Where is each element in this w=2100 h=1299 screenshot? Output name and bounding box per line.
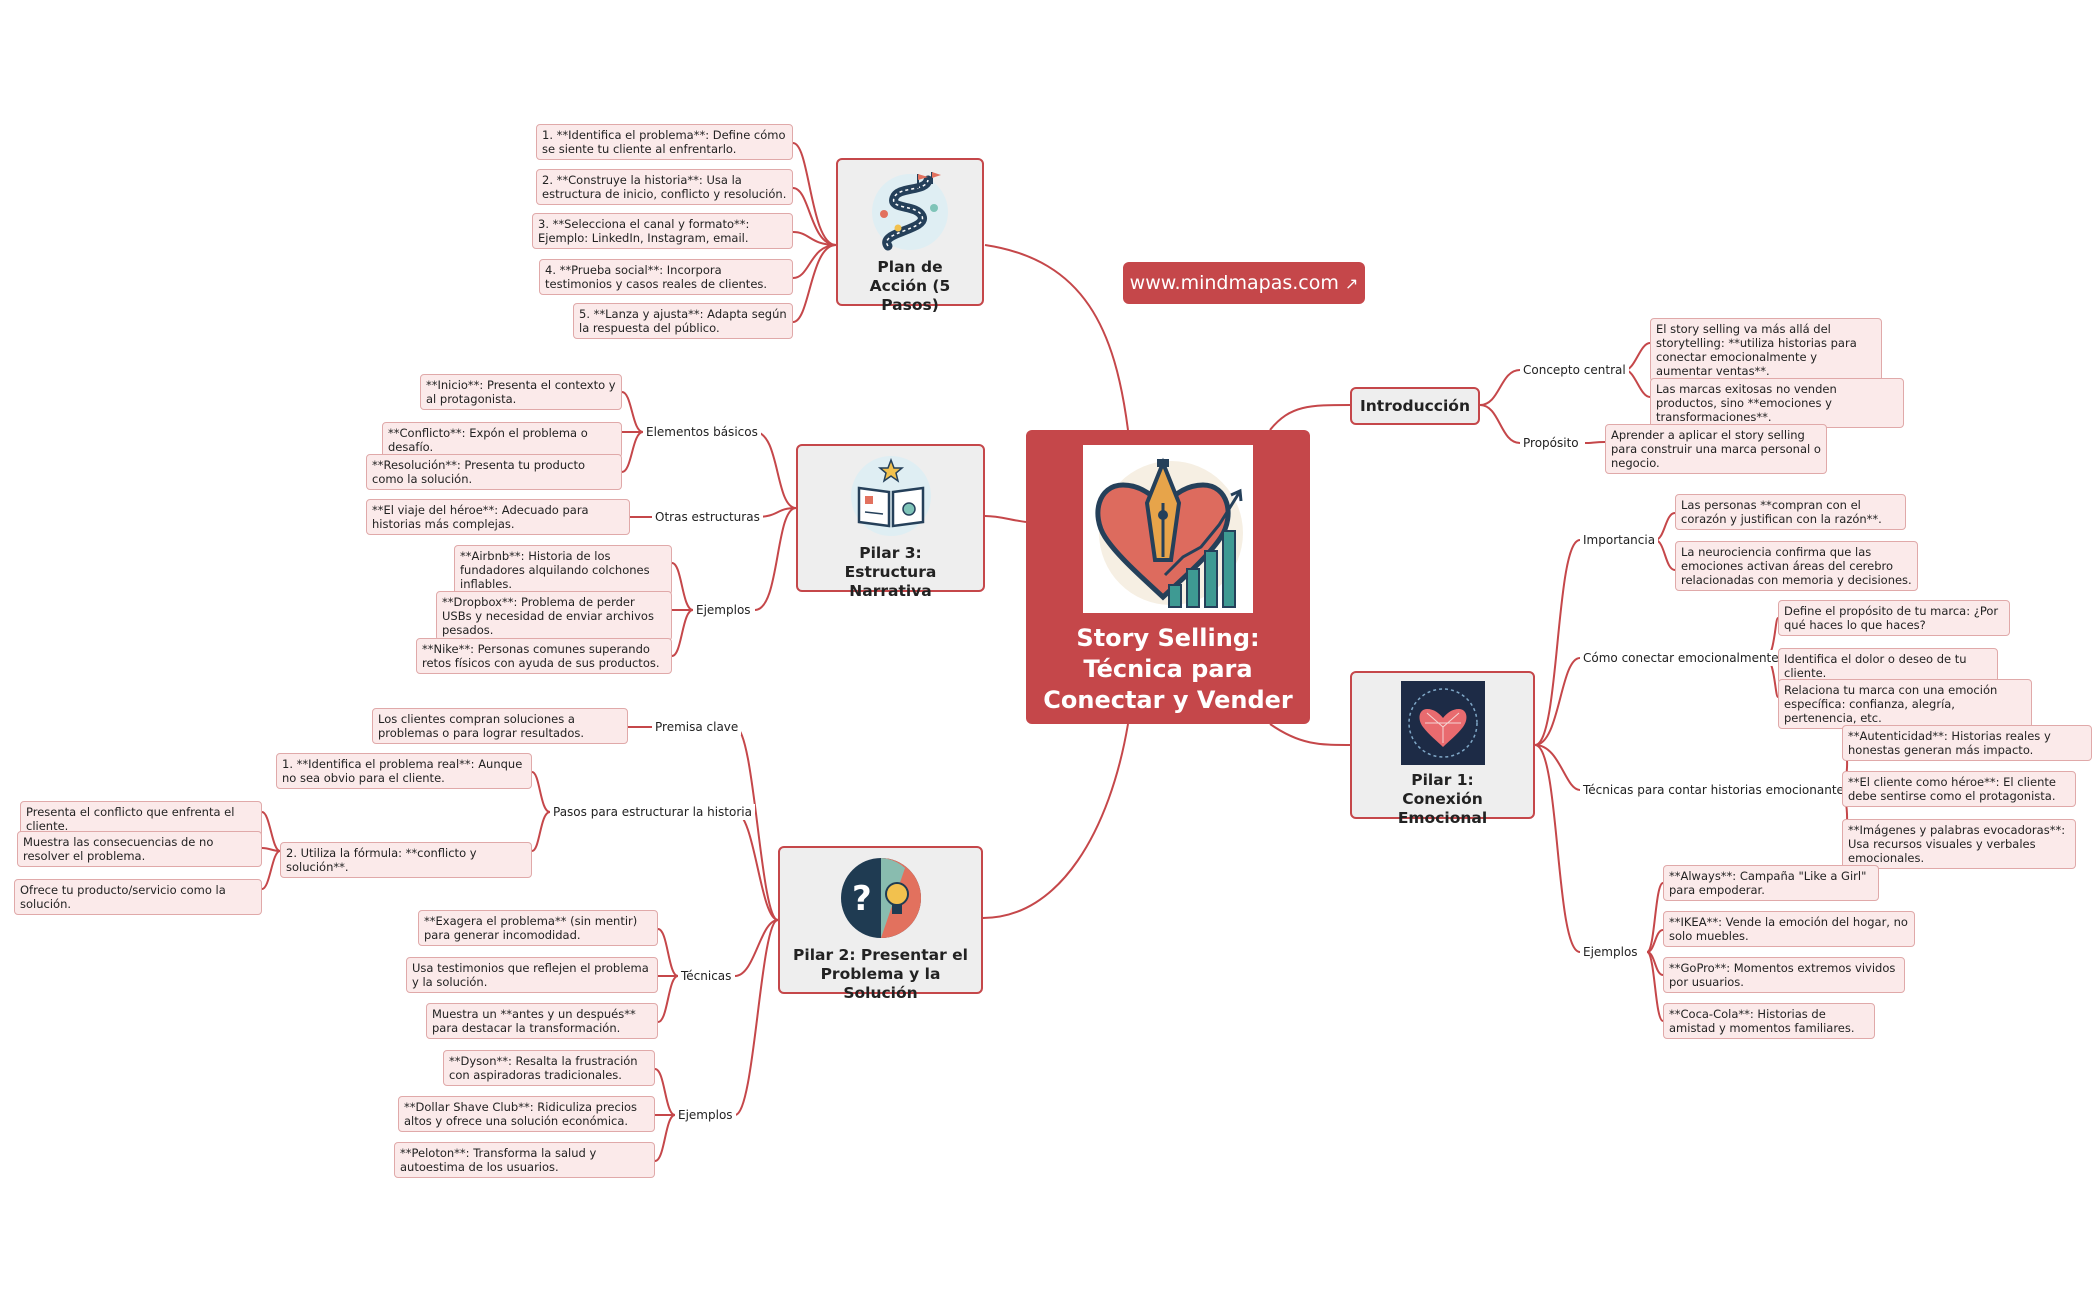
central-topic-title: Story Selling: Técnica para Conectar y V…: [1043, 624, 1293, 714]
label-ejemplos-pilar1[interactable]: Ejemplos: [1580, 944, 1641, 960]
central-topic[interactable]: Story Selling: Técnica para Conectar y V…: [1026, 430, 1310, 724]
label-ejemplos-pilar3[interactable]: Ejemplos: [693, 602, 754, 618]
leaf-pilar1-ejemplos-2[interactable]: **IKEA**: Vende la emoción del hogar, no…: [1663, 911, 1915, 947]
leaf-pilar1-importancia-1[interactable]: Las personas **compran con el corazón y …: [1675, 494, 1906, 530]
leaf-pilar1-tecnicas-3[interactable]: **Imágenes y palabras evocadoras**: Usa …: [1842, 819, 2076, 869]
leaf-pilar3-ejemplos-1[interactable]: **Airbnb**: Historia de los fundadores a…: [454, 545, 672, 595]
leaf-pilar2-paso-1[interactable]: 1. **Identifica el problema real**: Aunq…: [276, 753, 532, 789]
website-link-button[interactable]: www.mindmapas.com ↗: [1123, 262, 1365, 304]
leaf-intro-concepto-1[interactable]: El story selling va más allá del storyte…: [1650, 318, 1882, 382]
leaf-pilar3-elementos-2[interactable]: **Conflicto**: Expón el problema o desaf…: [382, 422, 622, 458]
winding-road-flags-icon: [868, 168, 952, 252]
topic-pilar-1[interactable]: Pilar 1: Conexión Emocional: [1350, 671, 1535, 827]
topic-pilar-3-title: Pilar 3: Estructura Narrativa: [844, 544, 937, 600]
leaf-pilar2-tecnicas-3[interactable]: Muestra un **antes y un después** para d…: [426, 1003, 658, 1039]
leaf-pilar2-tecnicas-2[interactable]: Usa testimonios que reflejen el problema…: [406, 957, 658, 993]
leaf-plan-paso-2[interactable]: 2. **Construye la historia**: Usa la est…: [536, 169, 793, 205]
topic-plan-accion-title: Plan de Acción (5 Pasos): [869, 258, 951, 314]
label-tecnicas-pilar2[interactable]: Técnicas: [678, 968, 735, 984]
leaf-pilar1-ejemplos-3[interactable]: **GoPro**: Momentos extremos vividos por…: [1663, 957, 1905, 993]
svg-text:?: ?: [852, 879, 872, 919]
label-como-conectar[interactable]: Cómo conectar emocionalmente: [1580, 650, 1782, 666]
topic-pilar-3[interactable]: Pilar 3: Estructura Narrativa: [796, 444, 985, 600]
leaf-pilar2-paso2-3[interactable]: Ofrece tu producto/servicio como la solu…: [14, 879, 262, 915]
leaf-pilar2-tecnicas-1[interactable]: **Exagera el problema** (sin mentir) par…: [418, 910, 658, 946]
leaf-plan-paso-4[interactable]: 4. **Prueba social**: Incorpora testimon…: [539, 259, 793, 295]
open-book-icon: [849, 454, 933, 538]
leaf-pilar2-paso2-2[interactable]: Muestra las consecuencias de no resolver…: [17, 831, 262, 867]
leaf-pilar3-elementos-1[interactable]: **Inicio**: Presenta el contexto y al pr…: [420, 374, 622, 410]
leaf-pilar1-importancia-2[interactable]: La neurociencia confirma que las emocion…: [1675, 541, 1918, 591]
leaf-pilar3-elementos-3[interactable]: **Resolución**: Presenta tu producto com…: [366, 454, 622, 490]
leaf-pilar3-ejemplos-3[interactable]: **Nike**: Personas comunes superando ret…: [416, 638, 672, 674]
heart-network-icon: [1400, 681, 1485, 765]
leaf-pilar2-paso-2[interactable]: 2. Utiliza la fórmula: **conflicto y sol…: [280, 842, 532, 878]
leaf-pilar1-ejemplos-1[interactable]: **Always**: Campaña "Like a Girl" para e…: [1663, 865, 1879, 901]
leaf-plan-paso-5[interactable]: 5. **Lanza y ajusta**: Adapta según la r…: [573, 303, 793, 339]
leaf-pilar2-premisa-1[interactable]: Los clientes compran soluciones a proble…: [372, 708, 628, 744]
topic-pilar-2-title: Pilar 2: Presentar el Problema y la Solu…: [793, 946, 968, 1002]
topic-introduccion[interactable]: Introducción: [1350, 387, 1480, 425]
leaf-pilar1-tecnicas-2[interactable]: **El cliente como héroe**: El cliente de…: [1842, 771, 2076, 807]
label-concepto-central[interactable]: Concepto central: [1520, 362, 1629, 378]
label-proposito[interactable]: Propósito: [1520, 435, 1582, 451]
label-pasos-estructurar[interactable]: Pasos para estructurar la historia: [550, 804, 755, 820]
leaf-pilar3-otras-1[interactable]: **El viaje del héroe**: Adecuado para hi…: [366, 499, 630, 535]
label-premisa-clave[interactable]: Premisa clave: [652, 719, 742, 735]
topic-introduccion-title: Introducción: [1359, 397, 1470, 415]
label-otras-estructuras[interactable]: Otras estructuras: [652, 509, 763, 525]
leaf-pilar1-conectar-3[interactable]: Relaciona tu marca con una emoción espec…: [1778, 679, 2032, 729]
leaf-intro-concepto-2[interactable]: Las marcas exitosas no venden productos,…: [1650, 378, 1904, 428]
leaf-pilar1-tecnicas-1[interactable]: **Autenticidad**: Historias reales y hon…: [1842, 725, 2092, 761]
topic-pilar-2[interactable]: ? Pilar 2: Presentar el Problema y la So…: [778, 846, 983, 1002]
leaf-pilar1-conectar-2[interactable]: Identifica el dolor o deseo de tu client…: [1778, 648, 1998, 684]
leaf-plan-paso-3[interactable]: 3. **Selecciona el canal y formato**: Ej…: [532, 213, 793, 249]
label-elementos-basicos[interactable]: Elementos básicos: [643, 424, 761, 440]
label-ejemplos-pilar2[interactable]: Ejemplos: [675, 1107, 736, 1123]
label-tecnicas-emocionantes[interactable]: Técnicas para contar historias emocionan…: [1580, 782, 1854, 798]
heart-pen-growth-chart-icon: [1083, 445, 1253, 613]
leaf-pilar2-ejemplos-3[interactable]: **Peloton**: Transforma la salud y autoe…: [394, 1142, 655, 1178]
leaf-pilar1-ejemplos-4[interactable]: **Coca-Cola**: Historias de amistad y mo…: [1663, 1003, 1875, 1039]
leaf-pilar2-ejemplos-1[interactable]: **Dyson**: Resalta la frustración con as…: [443, 1050, 655, 1086]
external-link-icon: ↗: [1344, 274, 1359, 293]
topic-pilar-1-title: Pilar 1: Conexión Emocional: [1397, 771, 1488, 827]
leaf-pilar3-ejemplos-2[interactable]: **Dropbox**: Problema de perder USBs y n…: [436, 591, 672, 641]
label-importancia[interactable]: Importancia: [1580, 532, 1659, 548]
question-lightbulb-icon: ?: [839, 856, 923, 940]
topic-plan-accion[interactable]: Plan de Acción (5 Pasos): [836, 158, 984, 314]
website-link-label: www.mindmapas.com: [1129, 272, 1339, 294]
leaf-pilar1-conectar-1[interactable]: Define el propósito de tu marca: ¿Por qu…: [1778, 600, 2010, 636]
leaf-intro-proposito-1[interactable]: Aprender a aplicar el story selling para…: [1605, 424, 1827, 474]
leaf-pilar2-ejemplos-2[interactable]: **Dollar Shave Club**: Ridiculiza precio…: [398, 1096, 655, 1132]
leaf-plan-paso-1[interactable]: 1. **Identifica el problema**: Define có…: [536, 124, 793, 160]
